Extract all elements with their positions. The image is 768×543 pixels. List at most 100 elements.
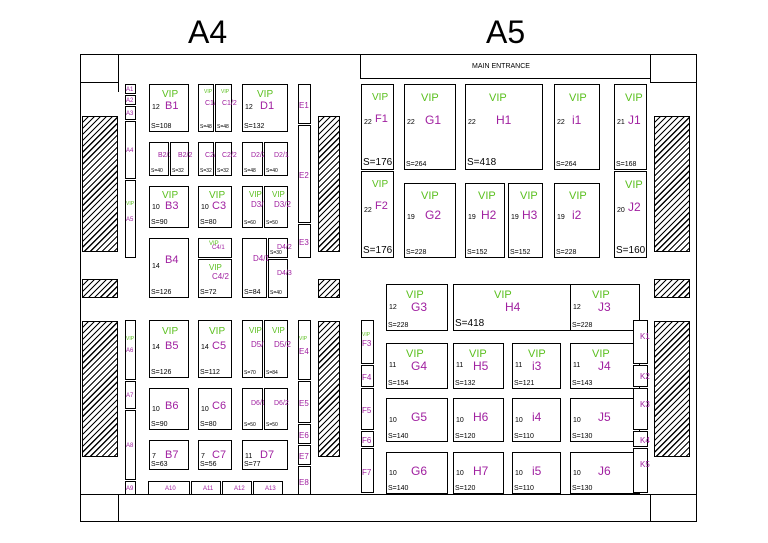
booth-a4[interactable]: A4 <box>125 121 136 179</box>
booth-f5[interactable]: F5 <box>361 388 374 430</box>
booth-a10[interactable]: A10 <box>148 481 190 495</box>
booth-a9[interactable]: A9 <box>125 481 136 495</box>
vip-badge: VIP <box>209 263 222 272</box>
booth-name: H6 <box>473 410 489 424</box>
booth-name: F4 <box>362 373 372 382</box>
booth-e6[interactable]: E6 <box>298 424 311 444</box>
booth-area: S=168 <box>616 161 637 168</box>
vip-badge: VIP <box>625 179 643 191</box>
booth-e3[interactable]: E3 <box>298 224 311 258</box>
outer-wall-right <box>696 54 697 522</box>
booth-a12[interactable]: A12 <box>222 481 252 495</box>
booth-k3[interactable]: K3 <box>633 388 650 430</box>
booth-e7[interactable]: E7 <box>298 445 311 465</box>
booth-area: S=120 <box>455 433 476 440</box>
booth-length: 10 <box>573 470 581 477</box>
booth-a7[interactable]: A7 <box>125 381 136 409</box>
booth-e5[interactable]: E5 <box>298 381 311 423</box>
booth-a2[interactable]: A2 <box>125 95 136 105</box>
booth-area: S=264 <box>556 161 577 168</box>
booth-k5[interactable]: K5 <box>633 448 650 493</box>
booth-a8[interactable]: A8 <box>125 410 136 480</box>
booth-k2[interactable]: K2 <box>633 365 650 387</box>
booth-a1[interactable]: A1 <box>125 84 136 94</box>
booth-a11[interactable]: A11 <box>191 481 221 495</box>
booth-a3[interactable]: A3 <box>125 106 136 120</box>
booth-e8[interactable]: E8 <box>298 466 311 495</box>
booth-e2[interactable]: E2 <box>298 125 311 223</box>
booth-a13[interactable]: A13 <box>253 481 283 495</box>
vip-badge: VIP <box>421 92 439 104</box>
booth-area: S=110 <box>514 485 534 492</box>
booth-name: H1 <box>496 113 512 127</box>
booth-f4[interactable]: F4 <box>361 365 374 387</box>
booth-k4[interactable]: K4 <box>633 431 650 447</box>
booth-k1[interactable]: K1 <box>633 320 650 364</box>
booth-f6[interactable]: F6 <box>361 431 374 447</box>
booth-f7[interactable]: F7 <box>361 448 374 493</box>
booth-e1[interactable]: E1 <box>298 84 311 124</box>
